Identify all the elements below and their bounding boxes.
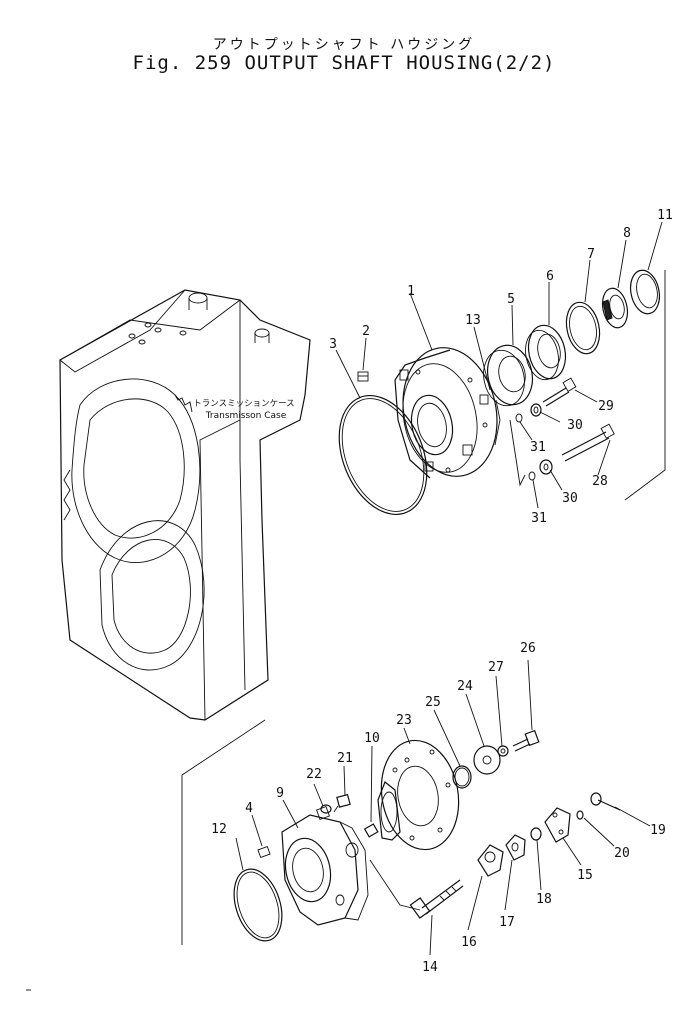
part-number: 17	[499, 915, 515, 930]
part-number: 18	[536, 892, 552, 907]
part-number: 13	[465, 313, 481, 328]
part-number: 19	[650, 823, 666, 838]
part-number: 11	[657, 208, 673, 223]
case-label-jp: トランスミッションケース	[193, 399, 294, 409]
part-number: 16	[461, 935, 477, 950]
part-number: 20	[614, 846, 630, 861]
part-number-labels: 1 2 3 4 5 6 7 8 9 10 11 12 13 14 15 16 1…	[211, 208, 673, 975]
part-number: 22	[306, 767, 322, 782]
part-number: 5	[507, 292, 515, 307]
part-number: 4	[245, 801, 253, 816]
housing-9	[281, 806, 369, 926]
part-number: 3	[329, 337, 337, 352]
lower-assembly	[181, 659, 651, 956]
part-number: 25	[425, 695, 441, 710]
part-number: 29	[598, 399, 614, 414]
part-number: 15	[577, 868, 593, 883]
page-subtitle-jp: アウトプットシャフト ハウジング	[212, 37, 476, 53]
part-number: 2	[362, 324, 370, 339]
part-number: 30	[562, 491, 578, 506]
part-number: 6	[546, 269, 554, 284]
upper-assembly	[335, 221, 666, 516]
transmission-case: トランスミッションケース Transmisson Case	[59, 289, 311, 721]
part-number: 12	[211, 822, 227, 837]
part-number: 24	[457, 679, 473, 694]
part-number: 8	[623, 226, 631, 241]
part-number: 31	[531, 511, 547, 526]
part-number: 30	[567, 418, 583, 433]
flange-23	[377, 739, 460, 851]
part-number: 14	[422, 960, 438, 975]
o-ring-12	[233, 868, 283, 942]
part-number: 26	[520, 641, 536, 656]
part-number: 31	[530, 440, 546, 455]
part-number: 7	[587, 247, 595, 262]
part-number: 10	[364, 731, 380, 746]
page-title: Fig. 259 OUTPUT SHAFT HOUSING(2/2)	[132, 52, 556, 74]
part-number: 21	[337, 751, 353, 766]
part-number: 23	[396, 713, 412, 728]
case-label-en: Transmisson Case	[205, 411, 287, 421]
part-number: 9	[276, 786, 284, 801]
part-number: 28	[592, 474, 608, 489]
housing-1	[394, 347, 501, 479]
part-number: 27	[488, 660, 504, 675]
part-number: 1	[407, 284, 415, 299]
